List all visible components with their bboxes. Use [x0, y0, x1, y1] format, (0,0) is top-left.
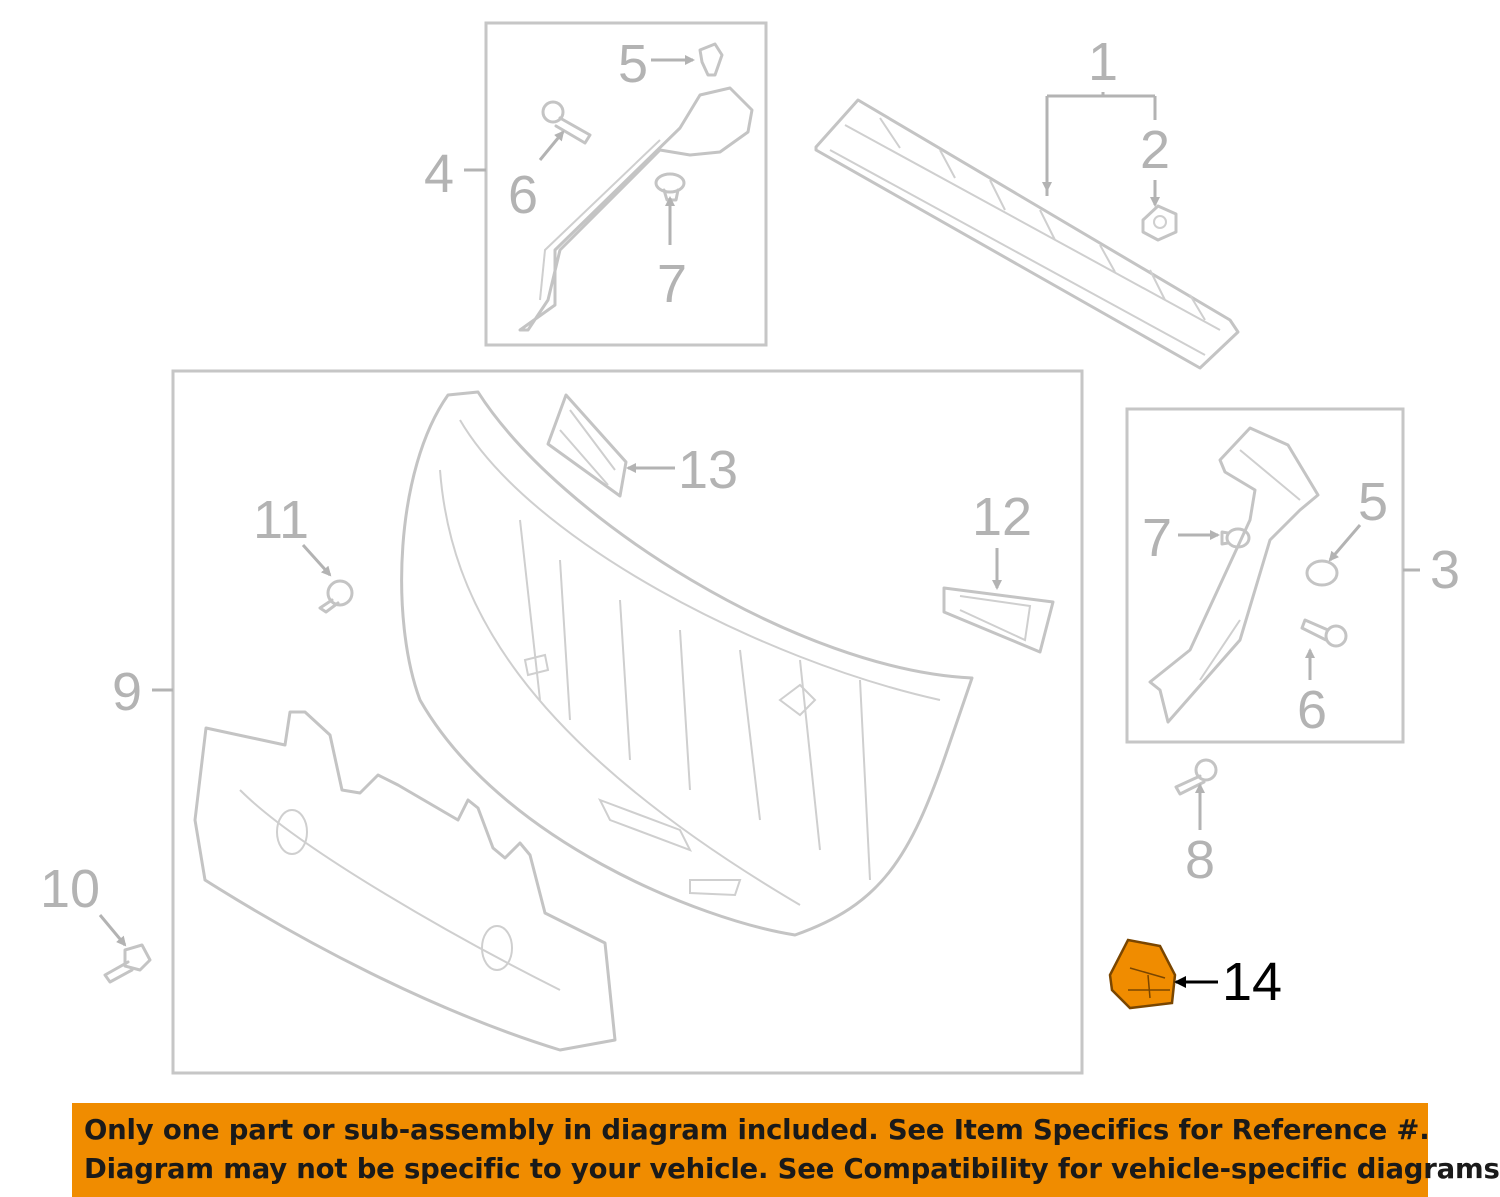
callout-6-top: 6 — [508, 165, 538, 225]
part-8-bolt — [1174, 758, 1218, 796]
part-1-upper-trim — [814, 98, 1240, 370]
part-5-clip-right — [1305, 559, 1339, 587]
callout-11: 11 — [253, 490, 309, 550]
part-6-bolt-top — [541, 100, 592, 145]
callout-7-top: 7 — [657, 254, 687, 314]
disclaimer-line-1: Only one part or sub-assembly in diagram… — [84, 1114, 1430, 1146]
group-box-3 — [1125, 407, 1405, 744]
part-10-bolt — [103, 943, 152, 984]
part-7-pin-right — [1220, 527, 1251, 549]
group-box-9 — [171, 369, 1084, 1075]
callout-4: 4 — [424, 144, 454, 204]
callout-2: 2 — [1140, 120, 1170, 180]
leader-lines — [98, 55, 1420, 988]
part-12-panel — [942, 586, 1055, 654]
callout-13: 13 — [678, 440, 738, 500]
callout-1: 1 — [1088, 32, 1118, 92]
part-7-pin-top — [654, 172, 686, 202]
part-3-pillar-trim — [1148, 426, 1320, 724]
part-4-pillar-trim — [518, 86, 754, 332]
callout-7-right: 7 — [1142, 508, 1172, 568]
group-box-4 — [484, 21, 768, 347]
callout-3: 3 — [1430, 540, 1460, 600]
part-9-lid-lining — [400, 390, 974, 937]
callout-10: 10 — [40, 859, 100, 919]
callout-8: 8 — [1185, 830, 1215, 890]
callout-5-top: 5 — [618, 34, 648, 94]
part-11-clip — [318, 579, 354, 614]
part-2-clip — [1141, 204, 1178, 242]
part-6-bolt-right — [1300, 618, 1348, 648]
callout-5-right: 5 — [1358, 472, 1388, 532]
callout-6-right: 6 — [1297, 680, 1327, 740]
callout-14: 14 — [1222, 952, 1282, 1012]
callout-12: 12 — [972, 487, 1032, 547]
part-13-panel — [546, 393, 628, 498]
part-5-screw-top — [698, 42, 724, 77]
part-9-lower-panel — [193, 710, 617, 1052]
disclaimer-banner: Only one part or sub-assembly in diagram… — [72, 1103, 1500, 1197]
callout-9: 9 — [112, 662, 142, 722]
disclaimer-line-2: Diagram may not be specific to your vehi… — [84, 1153, 1500, 1185]
callout-labels: 1 2 3 4 5 5 6 6 7 7 8 9 10 11 12 13 14 — [40, 32, 1460, 1012]
part-14-highlighted — [1108, 938, 1177, 1010]
